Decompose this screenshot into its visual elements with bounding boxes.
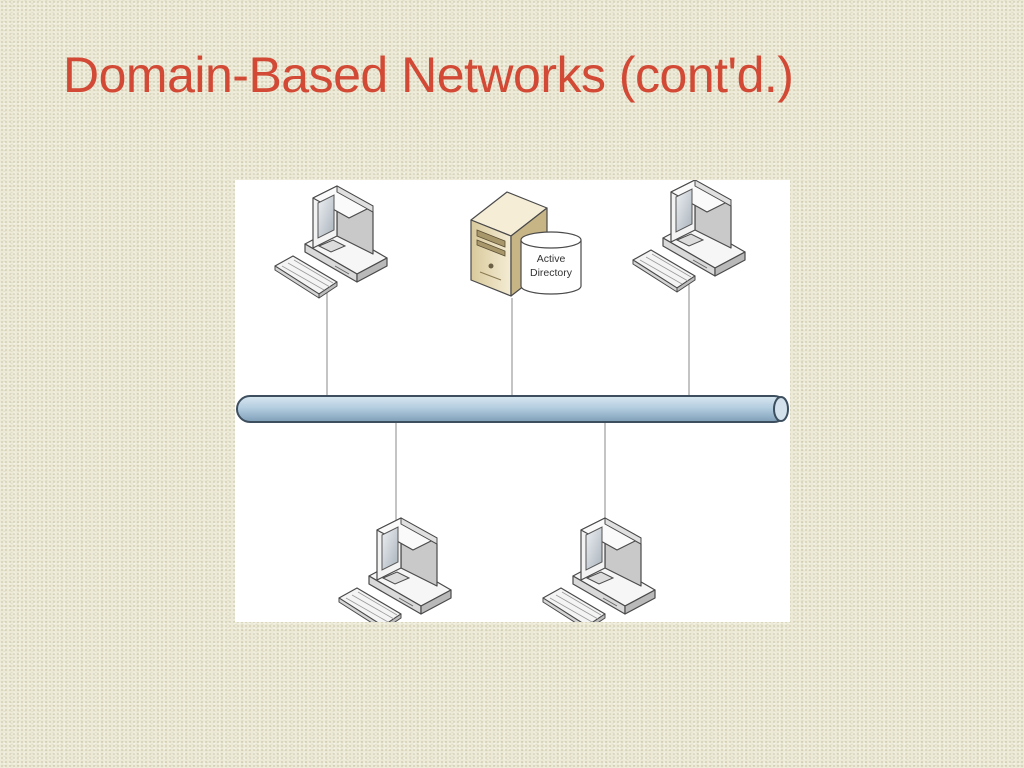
database-label-line2: Directory [530,267,573,279]
database-cylinder-icon: Active Directory [520,231,582,295]
desktop-computer-icon [632,180,746,293]
network-diagram-svg: Active Directory [236,180,789,622]
desktop-computer-icon [274,185,388,299]
desktop-computer-icon [542,517,656,622]
desktop-computer-icon [338,517,452,622]
network-diagram: Active Directory [235,180,790,622]
database-label-line1: Active [537,253,566,265]
network-bus [236,395,789,423]
slide-title: Domain-Based Networks (cont'd.) [63,47,794,103]
